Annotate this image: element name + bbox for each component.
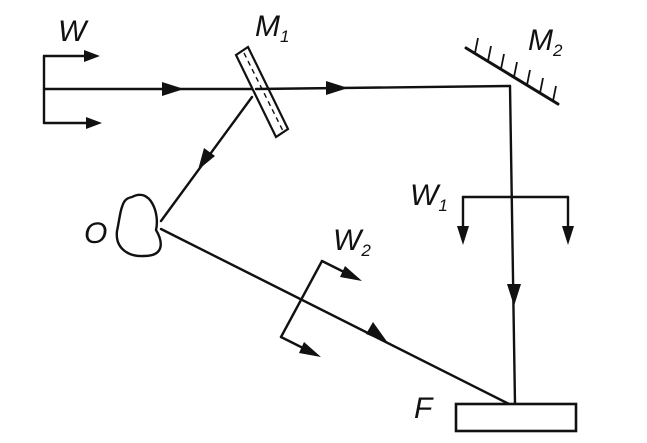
object-illumination-beam xyxy=(159,95,254,223)
reference-beam-vertical xyxy=(507,84,521,406)
wavefront-w2 xyxy=(279,259,362,357)
reference-beam-horizontal xyxy=(254,81,512,95)
input-beam xyxy=(42,82,258,96)
mirror-m1-label: M1 xyxy=(255,10,289,46)
wavefront-w1-label: W1 xyxy=(410,179,448,215)
object-label: O xyxy=(84,217,107,250)
mirror-m2-label: M2 xyxy=(528,24,563,60)
film-label: F xyxy=(414,392,434,425)
wavefront-label: W xyxy=(58,15,89,48)
object-blob xyxy=(115,193,162,258)
mirror-m2 xyxy=(464,37,560,106)
wavefront-w1 xyxy=(457,195,574,245)
object-beam xyxy=(159,227,511,406)
film-plate xyxy=(454,402,578,433)
wavefront-w2-label: W2 xyxy=(333,224,371,260)
mirror-m1 xyxy=(234,45,290,139)
mirror-m2-hatching xyxy=(474,37,557,102)
